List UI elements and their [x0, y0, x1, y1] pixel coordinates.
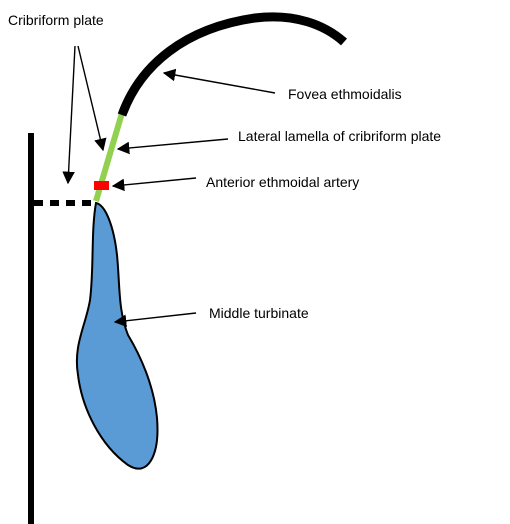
artery-arrow: [113, 178, 196, 186]
fovea-arrow: [164, 73, 275, 93]
label-middle-turbinate: Middle turbinate: [209, 305, 309, 321]
cribriform-arrow-1: [68, 46, 75, 183]
anterior-ethmoidal-artery-marker: [94, 181, 109, 190]
label-fovea-ethmoidalis: Fovea ethmoidalis: [288, 86, 402, 102]
middle-turbinate-shape: [77, 203, 158, 469]
label-lateral-lamella: Lateral lamella of cribriform plate: [238, 128, 441, 144]
turbinate-arrow: [115, 313, 196, 322]
label-cribriform-plate: Cribriform plate: [8, 12, 104, 28]
lateral-lamella-arrow: [118, 139, 228, 149]
label-anterior-ethmoidal-artery: Anterior ethmoidal artery: [206, 174, 359, 190]
cribriform-arrow-2: [78, 46, 103, 150]
